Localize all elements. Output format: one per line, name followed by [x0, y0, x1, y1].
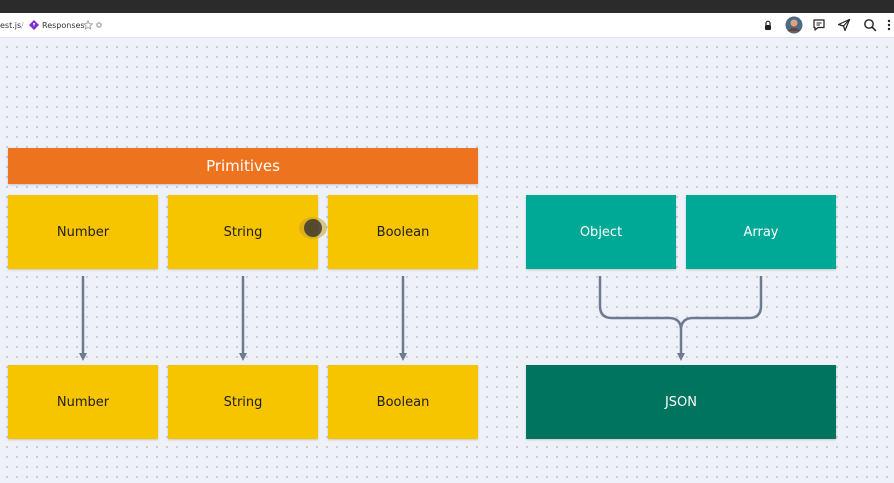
sticky-number-bottom[interactable]: Number	[8, 365, 158, 439]
sticky-object[interactable]: Object	[526, 195, 676, 269]
merge-connector-json[interactable]	[598, 276, 763, 357]
sticky-string-top[interactable]: String	[168, 195, 318, 269]
board-icon	[29, 20, 39, 30]
share-icon[interactable]	[837, 18, 851, 32]
cursor-indicator	[299, 217, 327, 239]
breadcrumb-file[interactable]: est.js	[0, 21, 22, 30]
sticky-json[interactable]: JSON	[526, 365, 836, 439]
breadcrumb-separator: /	[21, 21, 24, 30]
star-icon[interactable]	[83, 20, 93, 30]
primitives-header[interactable]: Primitives	[8, 148, 478, 184]
avatar[interactable]	[785, 16, 803, 34]
sticky-number-top[interactable]: Number	[8, 195, 158, 269]
board-name[interactable]: Responses	[42, 21, 85, 30]
sticky-string-bottom[interactable]: String	[168, 365, 318, 439]
connectors-layer	[79, 276, 763, 483]
sticky-boolean-bottom[interactable]: Boolean	[328, 365, 478, 439]
search-icon[interactable]	[863, 18, 877, 32]
settings-icon[interactable]	[95, 21, 103, 29]
sticky-array[interactable]: Array	[686, 195, 836, 269]
top-toolbar: est.js / Responses	[0, 13, 894, 38]
more-icon[interactable]	[886, 18, 892, 32]
lock-icon[interactable]	[763, 20, 773, 31]
comment-icon[interactable]	[812, 18, 826, 32]
whiteboard-canvas[interactable]: Primitives Number String Boolean Object …	[0, 38, 894, 483]
os-title-bar	[0, 0, 894, 13]
sticky-boolean-top[interactable]: Boolean	[328, 195, 478, 269]
